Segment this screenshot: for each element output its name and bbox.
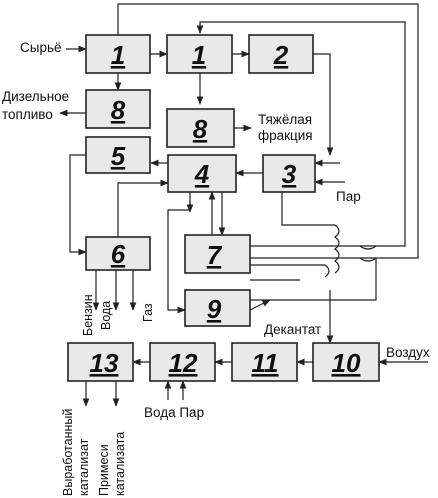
block-6-number: 6: [111, 239, 126, 269]
block-1-second-number: 1: [192, 40, 206, 70]
block-11: 11: [231, 342, 298, 382]
label-spent-line1: Выработанный: [61, 409, 75, 496]
label-gas: Газ: [141, 303, 155, 322]
block-8-diesel-number: 8: [111, 95, 126, 125]
label-decantate: Декантат: [264, 322, 321, 337]
block-8-diesel: 8: [85, 89, 151, 129]
block-1-first-number: 1: [111, 40, 125, 70]
label-diesel-line1: Дизельное: [2, 89, 69, 104]
block-13: 13: [67, 342, 134, 382]
block-8-heavy: 8: [166, 108, 235, 148]
block-4-number: 4: [194, 159, 210, 189]
block-4: 4: [167, 154, 237, 193]
label-water-6: Вода: [99, 301, 113, 330]
block-13-number: 13: [90, 348, 119, 378]
block-2: 2: [248, 34, 314, 74]
label-diesel-line2: топливо: [2, 107, 53, 122]
block-1-second: 1: [166, 34, 233, 74]
label-gasoline: Бензин: [81, 294, 95, 336]
label-impurities-line1: Примеси: [97, 444, 111, 496]
block-9: 9: [184, 289, 251, 327]
block-1-first: 1: [85, 34, 151, 74]
label-impurities-line2: катализата: [113, 432, 127, 496]
block-11-number: 11: [252, 348, 279, 378]
block-10-number: 10: [332, 348, 361, 378]
label-feed: Сырьё: [20, 40, 62, 55]
block-7: 7: [184, 234, 251, 274]
block-6: 6: [85, 236, 151, 271]
block-5: 5: [85, 136, 151, 174]
block-3: 3: [262, 154, 316, 193]
label-heavy-line1: Тяжёлая: [258, 112, 312, 127]
block-7-number: 7: [207, 240, 223, 270]
block-5-number: 5: [111, 141, 126, 171]
label-air: Воздух: [386, 345, 430, 360]
label-water-steam: Вода Пар: [144, 405, 204, 420]
label-steam-right: Пар: [336, 189, 361, 204]
block-2-number: 2: [273, 40, 289, 70]
block-8-heavy-number: 8: [193, 114, 208, 144]
connectors: [59, 3, 428, 407]
block-9-number: 9: [207, 294, 222, 324]
label-spent-line2: катализат: [77, 438, 91, 496]
block-12-number: 12: [169, 348, 198, 378]
block-3-number: 3: [282, 159, 297, 189]
block-12: 12: [149, 342, 216, 382]
block-10: 10: [312, 342, 380, 382]
label-heavy-line2: фракция: [258, 128, 313, 143]
